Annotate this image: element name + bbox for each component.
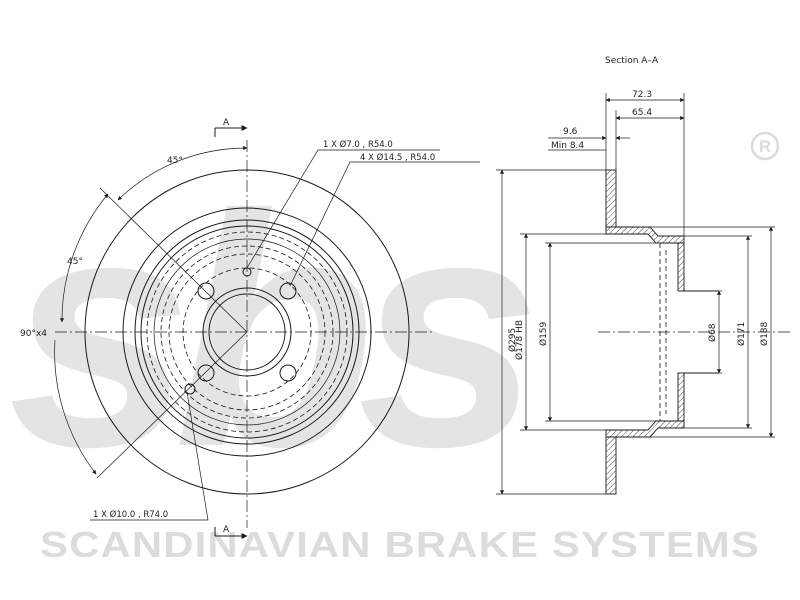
dim-72-3: 72.3 — [632, 90, 652, 100]
callout-bolt-holes: 4 X Ø14.5 , R54.0 — [360, 152, 435, 163]
company-tagline: SCANDINAVIAN BRAKE SYSTEMS — [40, 524, 760, 565]
bolt-hole-lower-right — [279, 364, 297, 382]
hat-outer-ring — [134, 219, 360, 445]
angle-45-top-label: 45° — [167, 156, 183, 166]
hat-ring-3 — [153, 238, 341, 426]
front-view: A A 45° 45° 90°x4 1 X Ø7.0 — [20, 118, 480, 539]
callout-small-hole: 1 X Ø7.0 , R54.0 — [323, 139, 393, 150]
bolt-circle-hidden — [182, 267, 312, 397]
angle-90x4-label: 90°x4 — [20, 329, 47, 339]
bolt-hole-lower-left — [197, 364, 215, 382]
dim-d159: Ø159 — [538, 321, 549, 346]
bolt-hole-upper-left — [197, 282, 215, 300]
small-hole-lower — [184, 383, 196, 395]
bolt-hole-upper-right — [279, 282, 297, 300]
disc-friction-inner — [122, 207, 372, 457]
section-marker-top: A — [223, 118, 230, 128]
friction-ring-upper — [605, 169, 617, 228]
hat-wall-upper — [605, 226, 685, 244]
section-title: Section A–A — [605, 56, 659, 66]
center-bore-outer — [202, 287, 292, 377]
brand-logo-text: sbs — [8, 146, 532, 515]
friction-ring-lower — [605, 436, 617, 495]
hat-face-lower — [677, 372, 685, 422]
dim-d188: Ø188 — [759, 321, 770, 346]
section-view: Section A–A 72.3 65.4 9.6 Min 8.4 — [496, 56, 792, 495]
dim-d171: Ø171 — [736, 322, 747, 346]
registered-icon — [750, 131, 780, 161]
dim-d68: Ø68 — [707, 323, 718, 342]
dim-d178-hb: Ø178 HB — [514, 320, 525, 360]
angle-45-left-label: 45° — [67, 257, 83, 267]
hat-hidden-ring-3 — [168, 253, 326, 411]
sbs-watermark: sbs R SCANDINAVIAN BRAKE SYSTEMS — [8, 131, 780, 565]
center-bore — [208, 293, 286, 371]
hat-ring-2 — [140, 225, 354, 439]
dim-65-4: 65.4 — [632, 108, 652, 118]
section-marker-bottom: A — [223, 525, 230, 535]
callout-large-hole: 1 X Ø10.0 , R74.0 — [93, 509, 168, 520]
hat-wall-lower — [605, 420, 685, 438]
dim-9-6: 9.6 — [563, 127, 578, 137]
registered-mark-text: R — [759, 137, 771, 156]
hat-hidden-ring-1 — [146, 231, 348, 433]
hat-hidden-ring-2 — [160, 245, 334, 419]
dim-min-8-4: Min 8.4 — [551, 141, 584, 151]
hat-face-upper — [677, 242, 685, 292]
dim-d295: Ø295 — [507, 328, 518, 352]
